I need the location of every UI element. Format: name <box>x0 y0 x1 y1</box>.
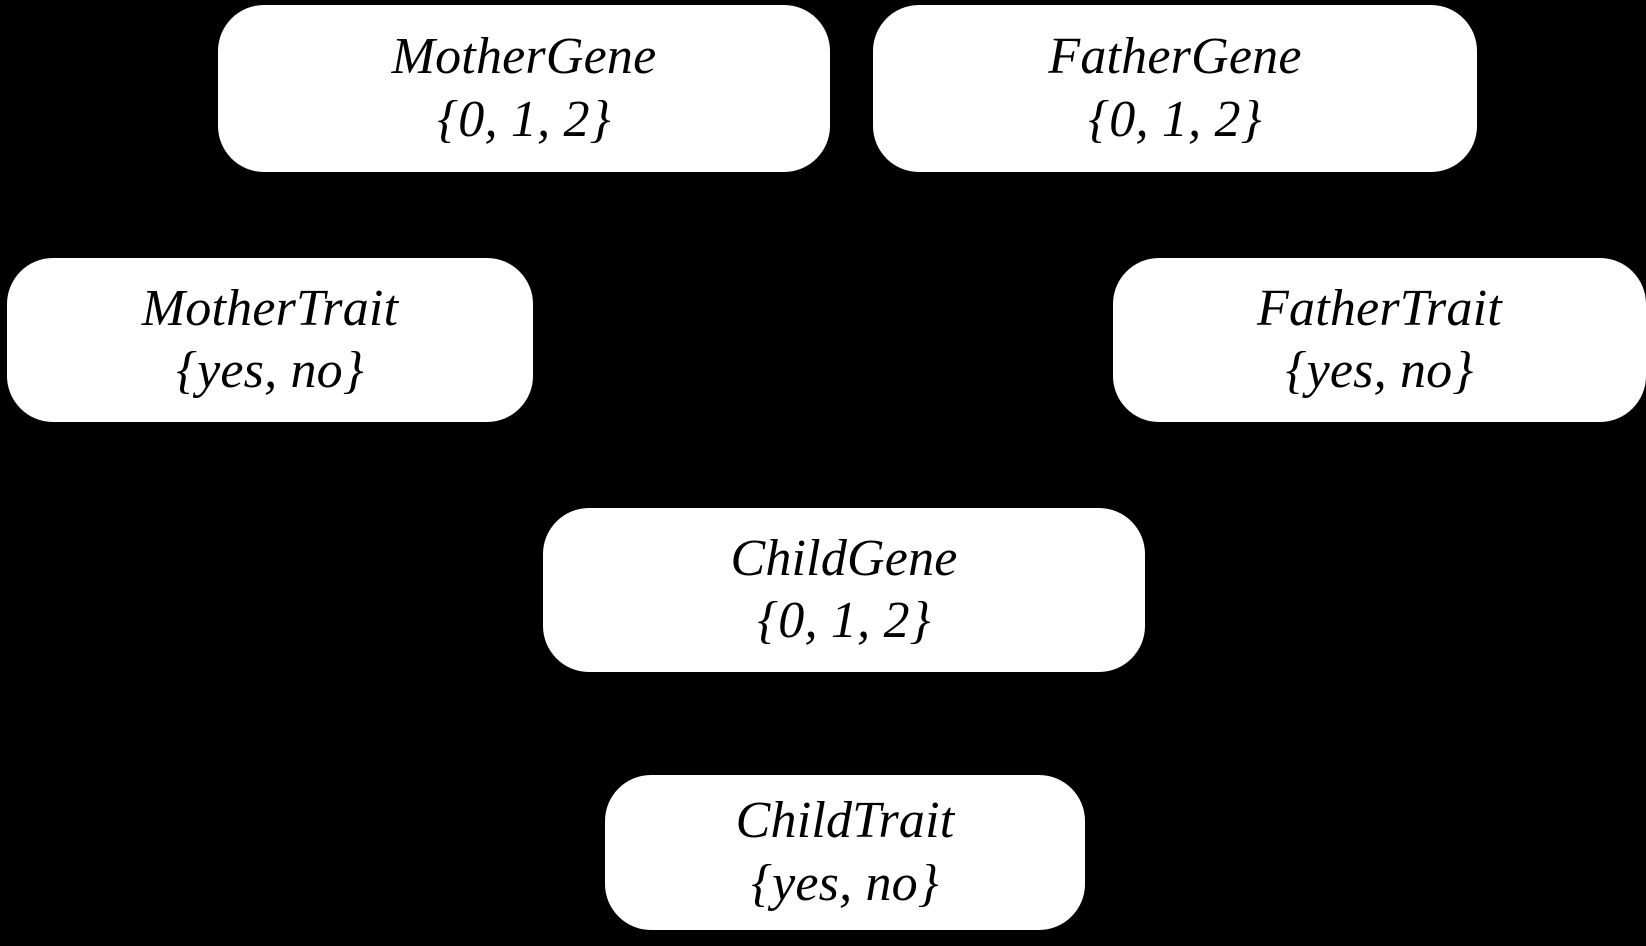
node-father-gene-label: FatherGene <box>1048 28 1302 86</box>
node-mother-gene[interactable]: MotherGene {0, 1, 2} <box>218 5 830 172</box>
node-child-gene-domain: {0, 1, 2} <box>757 592 931 649</box>
node-mother-trait-label: MotherTrait <box>141 279 399 337</box>
node-child-trait-label: ChildTrait <box>735 792 955 850</box>
node-mother-trait[interactable]: MotherTrait {yes, no} <box>7 258 533 422</box>
node-father-gene-domain: {0, 1, 2} <box>1088 90 1262 148</box>
node-child-trait[interactable]: ChildTrait {yes, no} <box>605 775 1085 930</box>
node-child-gene[interactable]: ChildGene {0, 1, 2} <box>543 508 1145 672</box>
node-father-gene[interactable]: FatherGene {0, 1, 2} <box>873 5 1477 172</box>
node-mother-gene-label: MotherGene <box>391 28 657 86</box>
node-child-gene-label: ChildGene <box>730 529 958 587</box>
node-father-trait[interactable]: FatherTrait {yes, no} <box>1113 258 1646 422</box>
node-mother-gene-domain: {0, 1, 2} <box>437 90 611 148</box>
node-mother-trait-domain: {yes, no} <box>176 342 364 399</box>
node-father-trait-domain: {yes, no} <box>1285 342 1474 399</box>
node-child-trait-domain: {yes, no} <box>751 854 939 912</box>
node-father-trait-label: FatherTrait <box>1257 279 1502 337</box>
